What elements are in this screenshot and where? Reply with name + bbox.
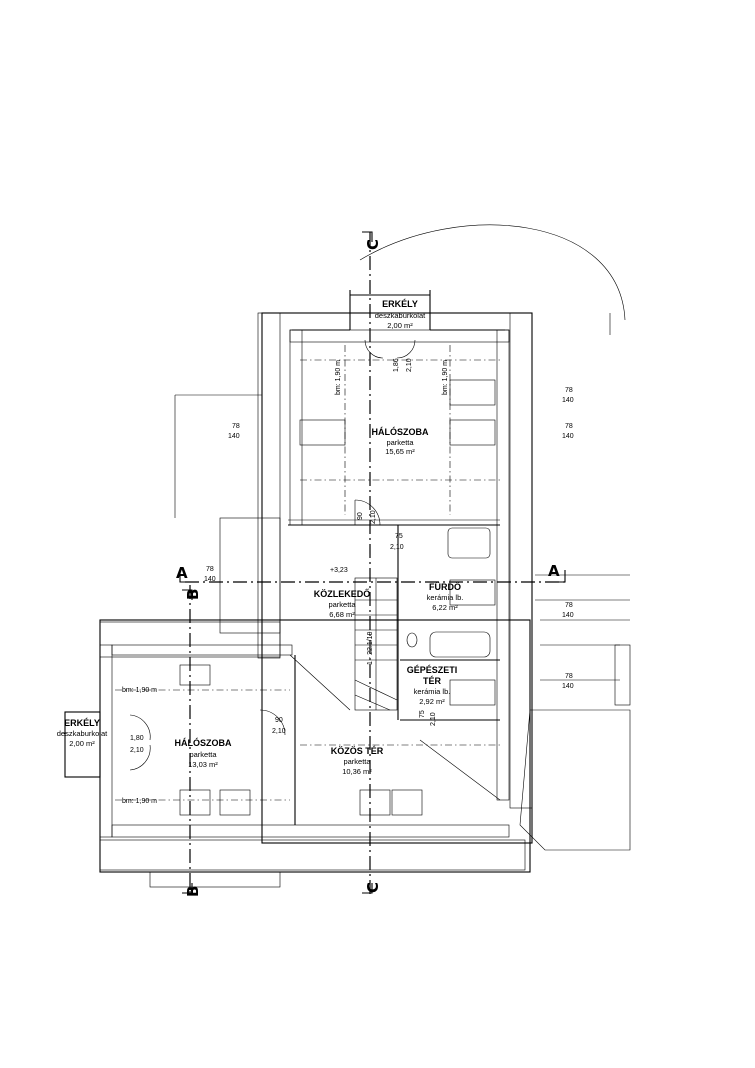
section-marker-a-right: A [548, 562, 560, 580]
svg-text:2,92 m²: 2,92 m² [419, 697, 445, 706]
svg-text:2,00 m²: 2,00 m² [387, 321, 413, 330]
room-gepeszeti: GÉPÉSZETI TÉR kerámia lb. 2,92 m² [407, 665, 458, 706]
svg-text:bm: 1,90 m: bm: 1,90 m [122, 687, 157, 694]
svg-text:2,00 m²: 2,00 m² [69, 739, 95, 748]
svg-text:ERKÉLY: ERKÉLY [64, 718, 100, 728]
svg-text:2,10: 2,10 [390, 544, 404, 551]
svg-text:bm: 1,90 m: bm: 1,90 m [122, 798, 157, 805]
room-erkely-top: ERKÉLY deszkaburkolat 2,00 m² [375, 299, 426, 330]
doors [129, 339, 416, 771]
section-marker-c-bottom: C [364, 882, 382, 893]
svg-text:+3,23: +3,23 [330, 567, 348, 574]
svg-text:90: 90 [275, 717, 283, 724]
skylights [179, 379, 496, 816]
staircase [354, 577, 398, 711]
svg-text:140: 140 [562, 397, 574, 404]
svg-text:78: 78 [565, 602, 573, 609]
svg-text:parketta: parketta [343, 757, 371, 766]
svg-text:78: 78 [565, 387, 573, 394]
svg-text:KÖZLEKEDŐ: KÖZLEKEDŐ [314, 588, 371, 599]
svg-text:2,10: 2,10 [130, 747, 144, 754]
section-marker-b-bottom: B [184, 886, 202, 897]
svg-text:140: 140 [562, 433, 574, 440]
svg-text:1,86: 1,86 [393, 358, 400, 372]
room-halo-top: HÁLÓSZOBA parketta 15,65 m² [372, 426, 429, 456]
svg-text:TÉR: TÉR [423, 676, 442, 686]
room-kozlekedo: KÖZLEKEDŐ parketta 6,68 m² [314, 588, 371, 619]
svg-text:deszkaburkolat: deszkaburkolat [57, 729, 108, 738]
svg-text:kerámia lb.: kerámia lb. [427, 593, 464, 602]
dimension-labels: bm: 1,90 m bm: 1,90 m bm: 1,90 m bm: 1,9… [122, 358, 574, 805]
svg-text:kerámia lb.: kerámia lb. [414, 687, 451, 696]
svg-text:6,22 m²: 6,22 m² [432, 603, 458, 612]
svg-text:90: 90 [357, 512, 364, 520]
svg-text:140: 140 [228, 433, 240, 440]
section-marker-b-top: B [184, 589, 202, 600]
room-halo-left: HÁLÓSZOBA parketta 13,03 m² [175, 737, 232, 769]
svg-text:140: 140 [562, 612, 574, 619]
room-furdo: FÜRDŐ kerámia lb. 6,22 m² [427, 581, 464, 612]
room-kozos: KÖZÖS TÉR parketta 10,36 m² [331, 746, 384, 776]
svg-text:140: 140 [204, 576, 216, 583]
svg-text:deszkaburkolat: deszkaburkolat [375, 311, 426, 320]
svg-text:13,03 m²: 13,03 m² [188, 760, 218, 769]
svg-text:75: 75 [395, 533, 403, 540]
grid-lines [115, 345, 500, 801]
svg-text:parketta: parketta [386, 438, 414, 447]
svg-text:parketta: parketta [189, 750, 217, 759]
svg-text:ERKÉLY: ERKÉLY [382, 299, 418, 309]
svg-text:78: 78 [565, 423, 573, 430]
section-marker-a-left: A [176, 564, 188, 582]
svg-text:78: 78 [232, 423, 240, 430]
svg-text:140: 140 [562, 683, 574, 690]
svg-text:parketta: parketta [328, 600, 356, 609]
svg-text:2,10: 2,10 [430, 712, 437, 726]
svg-text:15,65 m²: 15,65 m² [385, 447, 415, 456]
room-erkely-left: ERKÉLY deszkaburkolat 2,00 m² [57, 718, 108, 748]
svg-text:GÉPÉSZETI: GÉPÉSZETI [407, 665, 458, 675]
svg-text:78: 78 [206, 566, 214, 573]
svg-text:10,36 m²: 10,36 m² [342, 767, 372, 776]
svg-text:HÁLÓSZOBA: HÁLÓSZOBA [175, 737, 232, 748]
svg-text:1 - 22.1/19: 1 - 22.1/19 [367, 631, 374, 665]
svg-text:2,10: 2,10 [370, 510, 377, 524]
svg-text:78: 78 [565, 673, 573, 680]
svg-text:2,10: 2,10 [406, 358, 413, 372]
svg-text:HÁLÓSZOBA: HÁLÓSZOBA [372, 426, 429, 437]
bathroom-fixtures [406, 527, 491, 658]
exterior-ladder [535, 574, 631, 706]
section-lines [179, 231, 566, 895]
svg-text:bm: 1,90 m: bm: 1,90 m [335, 360, 342, 395]
svg-text:75: 75 [419, 710, 426, 718]
svg-text:6,68 m²: 6,68 m² [329, 610, 355, 619]
section-marker-c-top: C [364, 239, 382, 250]
walls [64, 290, 533, 888]
svg-text:2,10: 2,10 [272, 728, 286, 735]
svg-text:KÖZÖS TÉR: KÖZÖS TÉR [331, 746, 384, 756]
svg-text:bm: 1,90 m: bm: 1,90 m [442, 360, 449, 395]
svg-text:1,80: 1,80 [130, 735, 144, 742]
svg-text:FÜRDŐ: FÜRDŐ [429, 581, 461, 592]
